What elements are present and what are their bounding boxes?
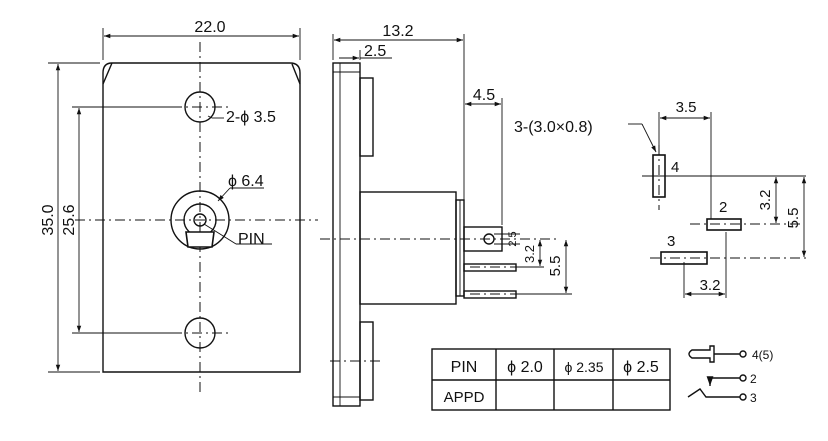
front-view: 22.0 35.0 25.6 2-ϕ 3.5 ϕ 6.4 PIN [40,19,318,395]
mount-hole-bottom [184,317,216,349]
jack-key [185,231,215,248]
table-header-phi-2-5: ϕ 2.5 [623,359,659,376]
dim-slot-spacing-x: 3.5 [676,99,697,116]
label-pin: PIN [238,231,265,248]
table-header-phi-2-35: ϕ 2.35 [565,359,604,375]
schematic-terminal-4-5: 4(5) [752,348,773,362]
table-header-pin: PIN [451,359,478,376]
side-view: 13.2 2.5 4.5 2.5 3.2 5.5 [320,23,572,407]
dim-width: 22.0 [194,19,225,36]
label-mount-holes: 2-ϕ 3.5 [226,109,276,126]
side-body [359,191,457,305]
dim-depth: 13.2 [382,23,413,40]
dim-terminal-hole: 2.5 [507,231,519,246]
schematic-terminal-3: 3 [750,391,757,405]
dim-flange: 2.5 [364,43,386,60]
dim-hole-spacing: 25.6 [61,204,78,235]
pcb-layout: 3-(3.0×0.8) 3.5 4 2 3 3.2 5.5 3.2 [514,99,808,298]
pin-table: PIN ϕ 2.0 ϕ 2.35 ϕ 2.5 APPD [431,348,671,411]
snap-tab-top [359,77,374,157]
dim-slot-spacing-y2: 5.5 [785,208,802,229]
jack-outer-circle [170,190,230,250]
dim-height: 35.0 [40,204,57,235]
front-body-outline [102,62,301,373]
side-flange [332,62,361,407]
dim-slot-spacing-y1: 3.2 [757,190,774,211]
slot-2-number: 2 [719,199,727,216]
schematic-symbol: 4(5) 2 3 [687,345,773,405]
dim-slot-spacing-x2: 3.2 [700,277,721,294]
table-row-label-appd: APPD [444,389,485,406]
table-header-phi-2-0: ϕ 2.0 [507,359,543,376]
slot-3-number: 3 [667,233,675,250]
label-slots: 3-(3.0×0.8) [514,119,593,136]
label-jack-diameter: ϕ 6.4 [228,173,264,190]
dim-terminal-5-5: 5.5 [547,256,564,277]
dim-terminal-3-2: 3.2 [522,245,537,263]
slot-4-number: 4 [671,159,679,176]
dim-terminal-offset: 4.5 [473,87,495,104]
center-pin-circle [193,213,207,227]
schematic-terminal-2: 2 [750,372,757,386]
plug-symbol [688,345,715,363]
mount-hole-top [184,91,216,123]
